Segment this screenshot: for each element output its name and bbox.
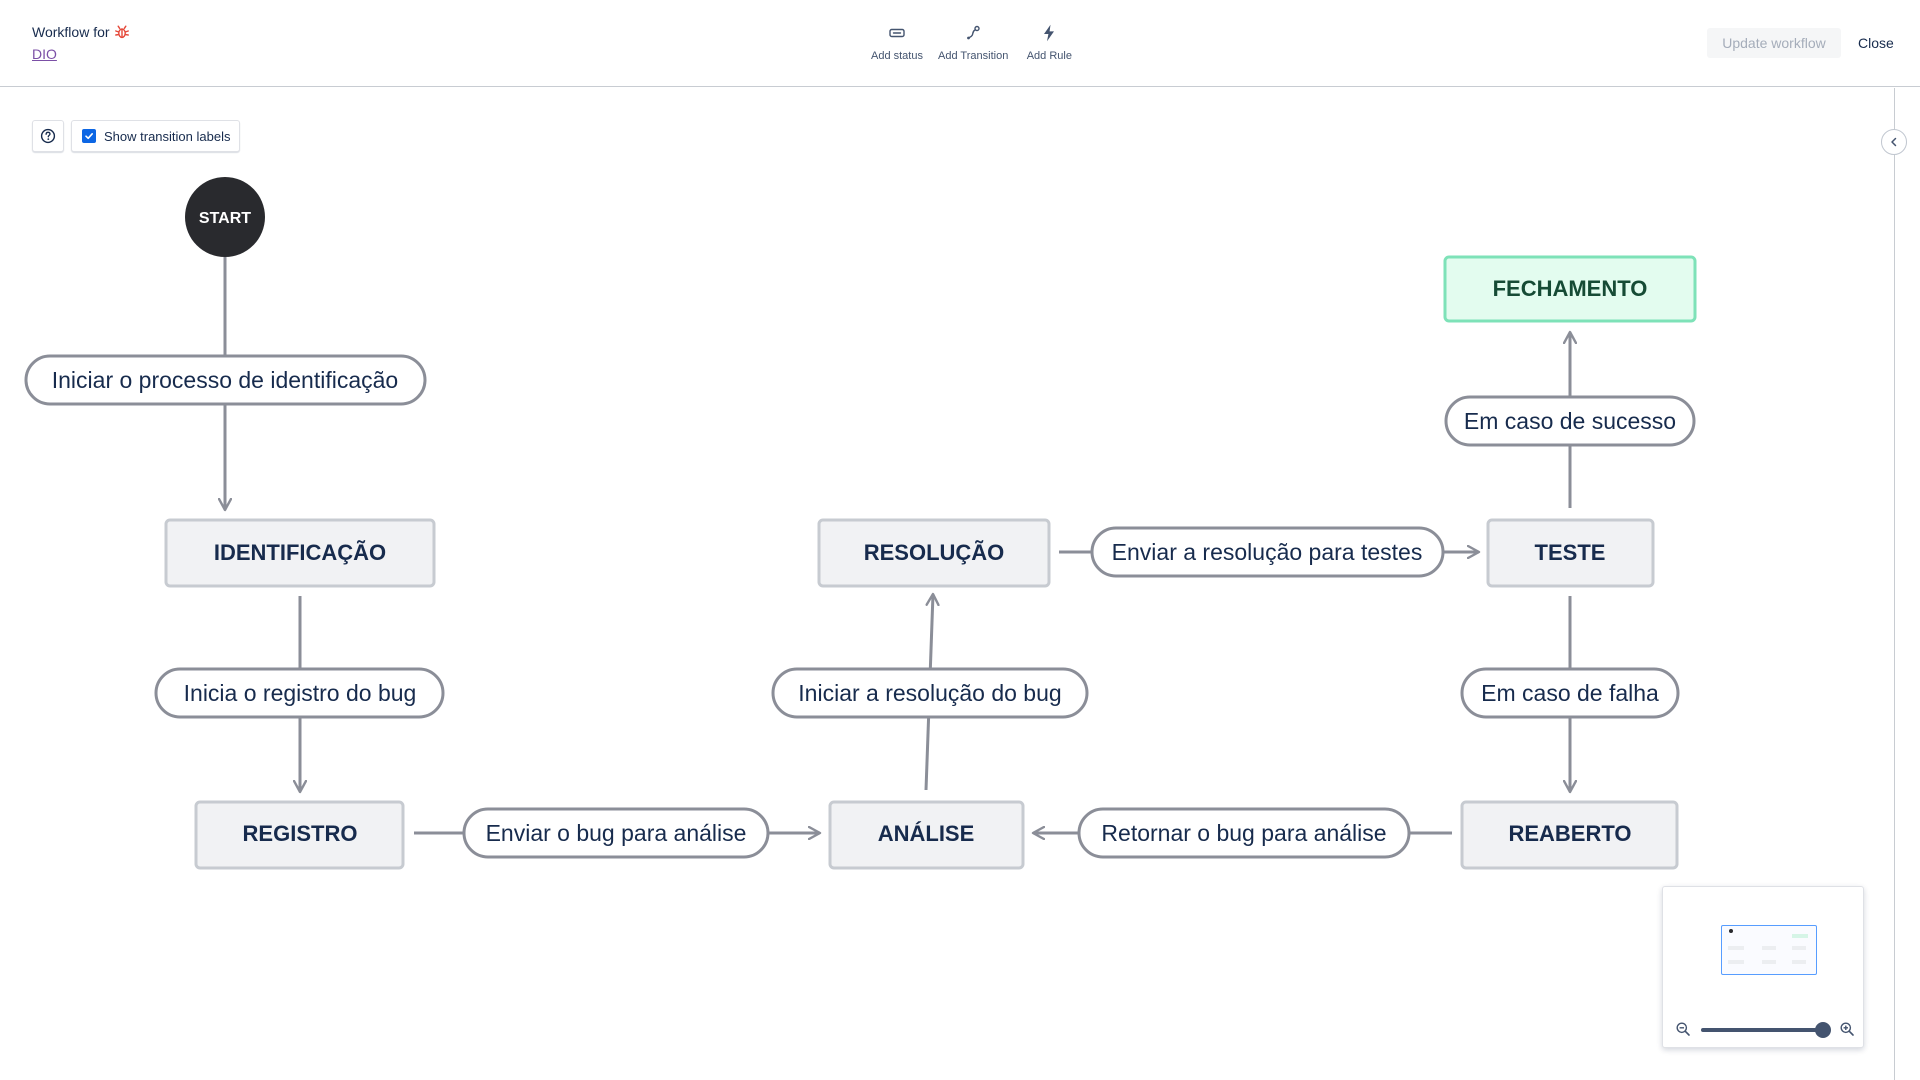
status-icon [889,22,905,44]
help-icon [40,128,56,144]
update-workflow-button[interactable]: Update workflow [1707,28,1841,58]
zoom-controls [1675,1021,1855,1039]
zoom-out-icon[interactable] [1675,1021,1691,1037]
chevron-left-icon [1891,137,1897,147]
zoom-slider-thumb[interactable] [1814,1022,1831,1038]
side-panel-divider [1894,88,1895,1080]
checkmark-icon [85,133,93,140]
workflow-canvas[interactable] [0,88,1894,1080]
show-transition-labels-toggle[interactable]: Show transition labels [71,120,241,152]
add-rule-button[interactable]: Add Rule [1018,22,1080,62]
add-transition-label: Add Transition [938,50,1009,62]
expand-panel-button[interactable] [1881,129,1907,155]
project-link[interactable]: DIO [32,46,57,62]
minimap-preview [1728,929,1808,964]
workflow-header: Workflow for DIO [0,0,1920,87]
zoom-in-icon[interactable] [1839,1021,1855,1037]
lightning-icon [1042,22,1056,44]
add-transition-button[interactable]: Add Transition [938,22,1008,62]
zoom-slider[interactable] [1701,1022,1831,1038]
show-labels-text: Show transition labels [104,128,231,144]
minimap-viewport[interactable] [1721,925,1817,975]
add-rule-label: Add Rule [1026,50,1072,62]
title-block: Workflow for DIO [32,24,130,64]
help-button[interactable] [32,120,64,152]
diagram-tools: Add status Add Transition Add Rule [866,22,1080,62]
show-labels-checkbox[interactable] [82,129,96,143]
close-button[interactable]: Close [1852,28,1900,58]
transition-icon [965,22,981,44]
minimap[interactable] [1662,886,1864,1048]
workflow-title: Workflow for [32,24,130,40]
add-status-label: Add status [871,50,923,62]
workflow-title-text: Workflow for [32,24,110,40]
bug-icon [114,24,130,40]
add-status-button[interactable]: Add status [866,22,928,62]
